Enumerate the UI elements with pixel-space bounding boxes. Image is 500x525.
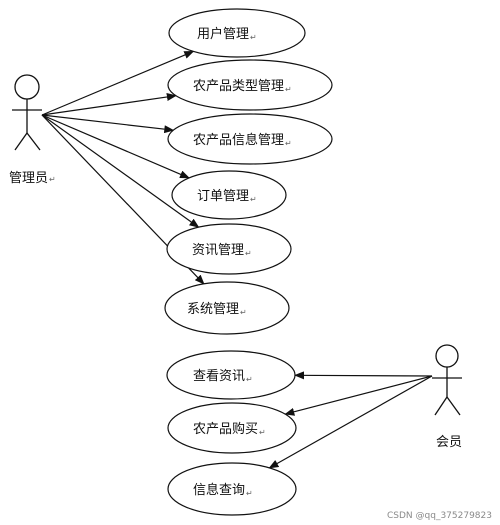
member-actor-left-leg [434, 396, 448, 416]
use-case-label-user-mgmt: 用户管理 [197, 26, 249, 42]
admin-actor-label: 管理员 [9, 171, 48, 186]
paragraph-mark: ↵ [285, 139, 292, 148]
paragraph-mark: ↵ [240, 308, 247, 317]
paragraph-mark: ↵ [49, 175, 56, 184]
admin-actor-head [14, 74, 40, 100]
association-arrow-user-mgmt [41, 50, 195, 116]
use-case-label-news-mgmt: 资讯管理 [192, 243, 244, 258]
use-case-label-buy-product: 农产品购买 [193, 421, 258, 437]
paragraph-mark: ↵ [250, 33, 257, 42]
association-arrow-news-mgmt [41, 114, 200, 228]
use-case-view-news [166, 350, 296, 400]
use-case-product-type-mgmt [167, 59, 333, 111]
association-arrow-info-query [268, 375, 433, 469]
use-case-order-mgmt [171, 170, 287, 220]
paragraph-mark: ↵ [246, 489, 253, 498]
paragraph-mark: ↵ [245, 249, 252, 258]
use-case-label-product-type-mgmt: 农产品类型管理 [193, 79, 284, 94]
association-arrow-order-mgmt [41, 114, 190, 179]
watermark: CSDN @qq_375279823 [387, 511, 492, 521]
paragraph-mark: ↵ [246, 375, 253, 384]
use-case-buy-product [167, 402, 297, 454]
member-actor [432, 344, 462, 416]
use-case-news-mgmt [166, 223, 292, 275]
use-case-user-mgmt [168, 8, 306, 58]
member-actor-label: 会员 [436, 435, 462, 450]
paragraph-mark: ↵ [250, 195, 257, 204]
admin-actor [12, 74, 42, 151]
use-case-system-mgmt [164, 281, 290, 335]
paragraph-mark: ↵ [285, 85, 292, 94]
use-case-label-product-info-mgmt: 农产品信息管理 [193, 132, 284, 148]
association-arrow-product-type-mgmt [41, 93, 177, 116]
admin-actor-left-leg [14, 132, 28, 151]
use-case-label-view-news: 查看资讯 [193, 368, 245, 384]
use-case-label-system-mgmt: 系统管理 [187, 302, 239, 317]
use-case-label-info-query: 信息查询 [193, 482, 245, 498]
member-actor-head [435, 344, 459, 368]
admin-actor-right-leg [26, 132, 41, 151]
association-arrow-buy-product [284, 375, 433, 416]
association-arrow-product-info-mgmt [41, 114, 175, 134]
member-actor-right-leg [446, 396, 461, 416]
use-case-product-info-mgmt [167, 113, 333, 165]
paragraph-mark: ↵ [259, 428, 266, 437]
use-case-info-query [167, 462, 297, 516]
association-arrow-view-news [294, 371, 433, 380]
use-case-label-order-mgmt: 订单管理 [197, 189, 249, 204]
